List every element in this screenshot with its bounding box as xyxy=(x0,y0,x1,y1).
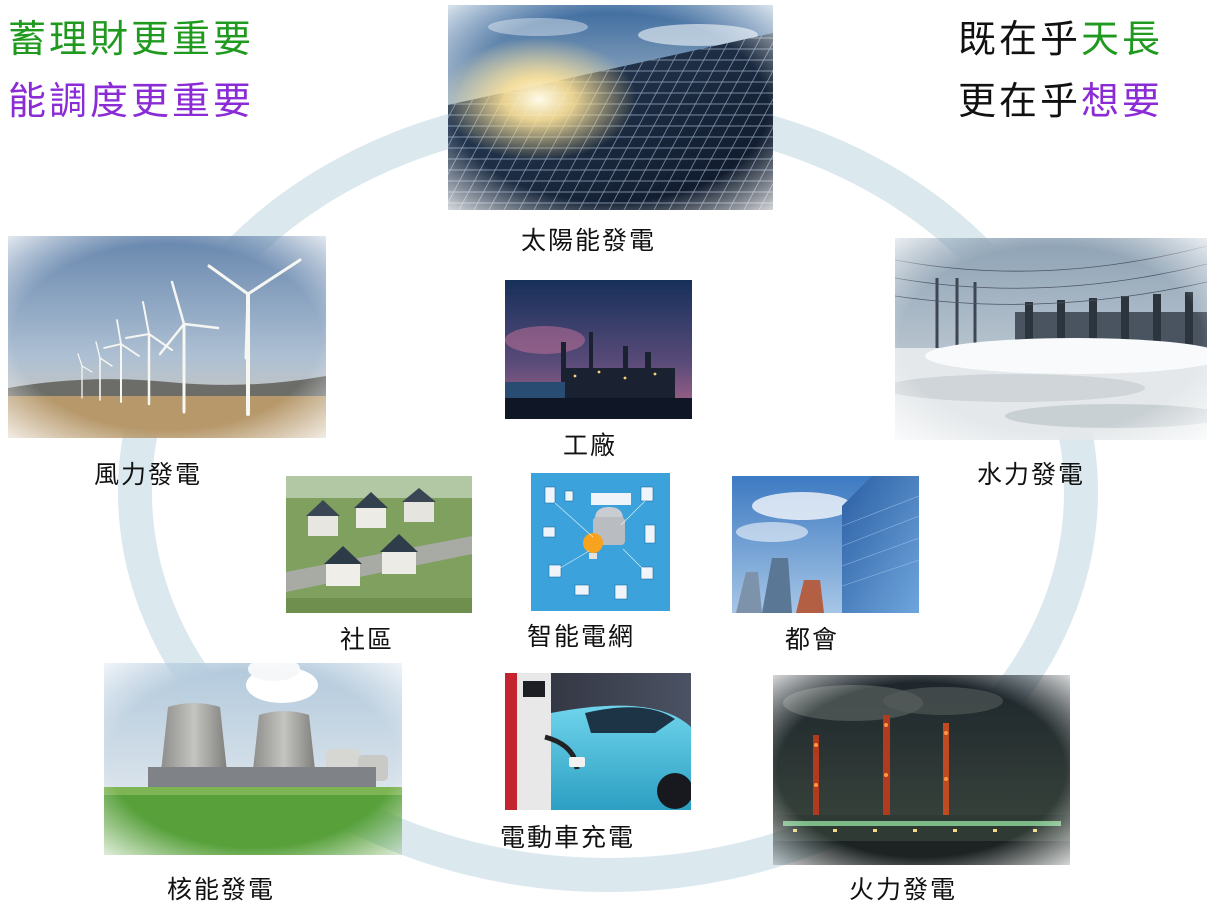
headline-right-line2-prefix: 更在乎 xyxy=(958,79,1082,123)
factory-image xyxy=(505,280,692,419)
nuclear-power-label: 核能發電 xyxy=(167,875,276,904)
wind-turbine-image xyxy=(8,236,326,438)
community-label: 社區 xyxy=(340,625,395,654)
headline-left-line1-text: 蓄理財更重要 xyxy=(8,17,255,61)
hydro-power-label: 水力發電 xyxy=(977,460,1086,489)
wind-power-label: 風力發電 xyxy=(94,460,203,489)
nuclear-plant-image xyxy=(104,663,402,855)
ev-charging-image xyxy=(505,673,691,810)
headline-right-line1-highlight: 天長 xyxy=(1081,17,1164,61)
thermal-plant-image xyxy=(773,675,1070,865)
ev-charging-label: 電動車充電 xyxy=(500,823,636,852)
headline-right-line2-highlight: 想要 xyxy=(1081,79,1164,123)
headline-left-line2-text: 能調度更重要 xyxy=(8,79,255,123)
city-image xyxy=(732,476,919,613)
headline-left-line1: 蓄理財更重要 xyxy=(8,20,254,58)
smart-grid-image xyxy=(531,473,670,611)
hydro-dam-image xyxy=(895,238,1207,440)
headline-left-line2: 能調度更重要 xyxy=(8,82,254,120)
thermal-power-label: 火力發電 xyxy=(849,875,958,904)
solar-power-label: 太陽能發電 xyxy=(521,226,657,255)
headline-right-line1: 既在乎天長 xyxy=(958,20,1163,58)
solar-panel-image xyxy=(448,5,773,210)
smart-grid-label: 智能電網 xyxy=(527,622,636,651)
city-label: 都會 xyxy=(785,625,840,654)
community-image xyxy=(286,476,472,613)
headline-right-line2: 更在乎想要 xyxy=(958,82,1163,120)
factory-label: 工廠 xyxy=(563,431,618,460)
headline-right-line1-prefix: 既在乎 xyxy=(958,17,1082,61)
